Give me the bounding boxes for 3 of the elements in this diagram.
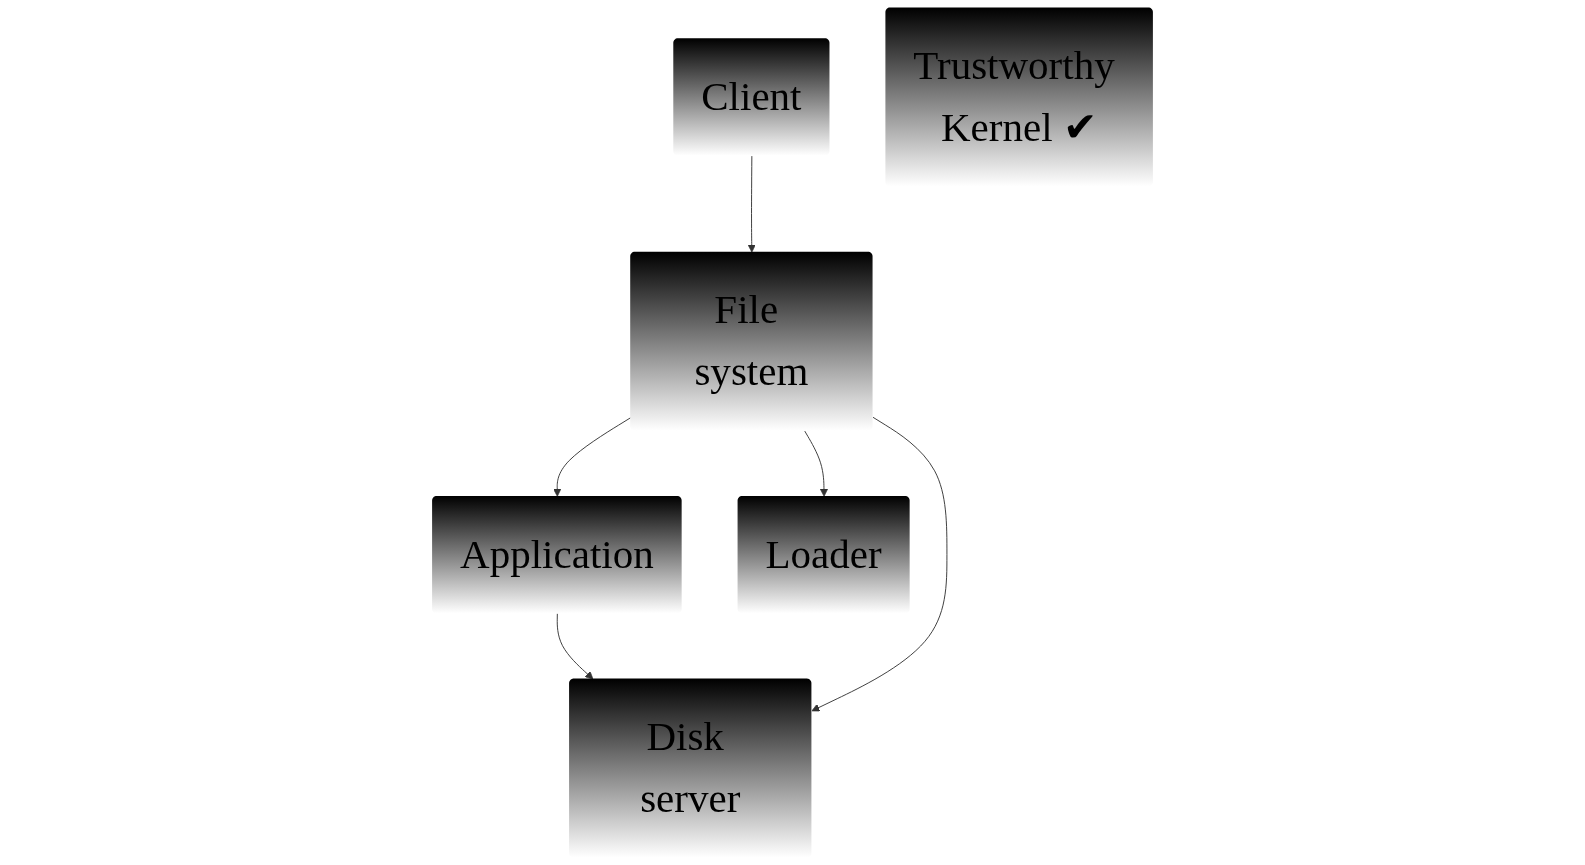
node-box: Application: [432, 495, 682, 614]
node-box: Client: [673, 38, 830, 156]
node-box: Loader: [737, 495, 910, 614]
